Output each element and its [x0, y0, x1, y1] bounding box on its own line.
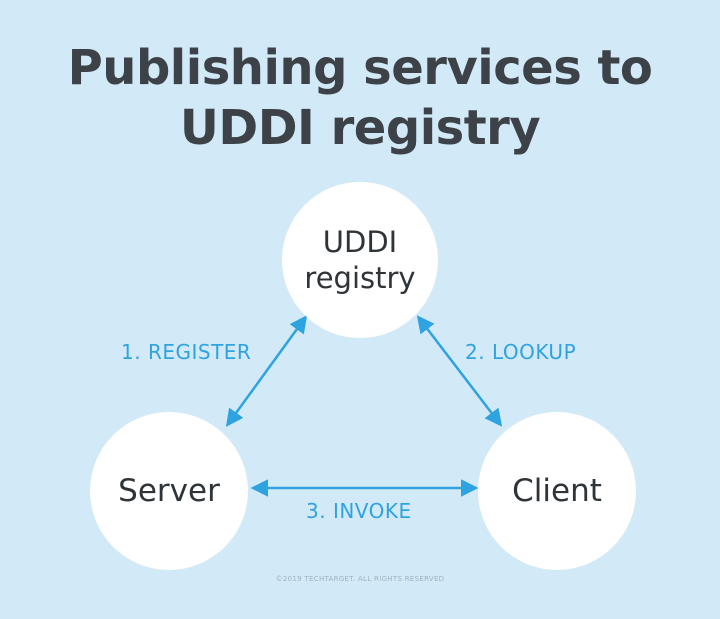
register-arrow	[225, 315, 308, 427]
registry-label-line-2: registry	[304, 261, 416, 295]
invoke-edge-label: 3. INVOKE	[306, 499, 412, 523]
uddi-registry-node: UDDI registry	[282, 182, 438, 338]
title-line-1: Publishing services to	[67, 40, 653, 96]
copyright-notice: ©2019 TECHTARGET. ALL RIGHTS RESERVED	[275, 575, 445, 583]
register-edge-label: 1. REGISTER	[121, 340, 252, 364]
registry-label-line-1: UDDI	[322, 225, 398, 259]
client-label: Client	[512, 473, 602, 509]
diagram-title: Publishing services to UDDI registry	[0, 38, 720, 158]
client-node: Client	[478, 412, 636, 570]
lookup-arrow	[416, 315, 503, 427]
server-label: Server	[118, 473, 220, 509]
server-node: Server	[90, 412, 248, 570]
title-line-2: UDDI registry	[179, 100, 541, 156]
lookup-edge-label: 2. LOOKUP	[465, 340, 577, 364]
